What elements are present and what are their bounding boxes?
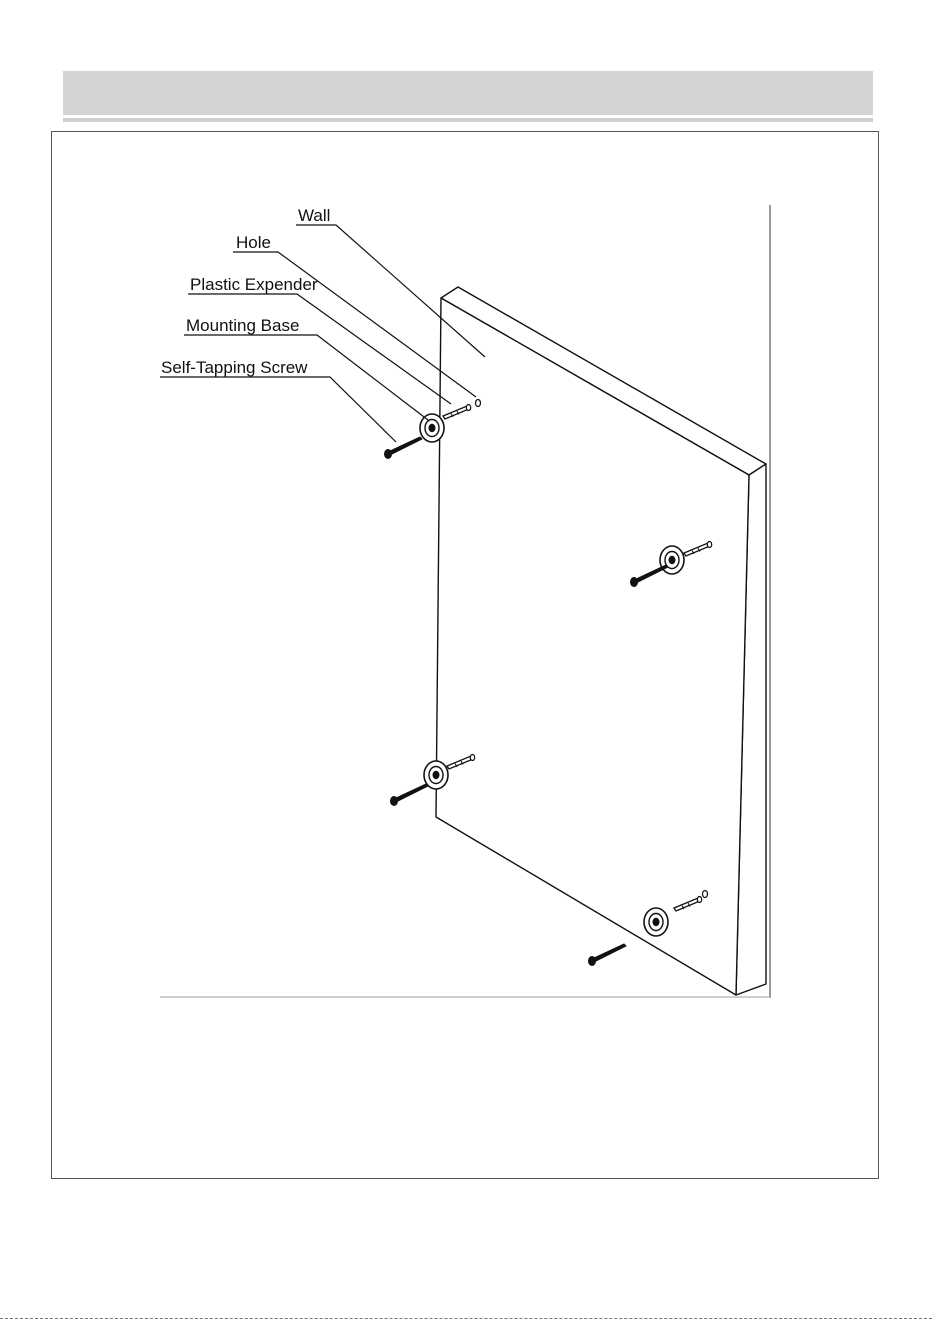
label-plastic-expender: Plastic Expender bbox=[190, 275, 318, 294]
hole-top-left bbox=[476, 400, 481, 407]
washer-lower-left bbox=[424, 761, 448, 789]
washer-top-left bbox=[420, 414, 444, 442]
label-self-tapping-screw: Self-Tapping Screw bbox=[161, 358, 308, 377]
screw-top-left bbox=[384, 437, 422, 459]
wall-panel-front-face bbox=[436, 298, 749, 995]
screw-lower-left bbox=[390, 784, 428, 806]
label-hole: Hole bbox=[236, 233, 271, 252]
page-bottom-edge bbox=[0, 1318, 932, 1319]
hole-bottom-right bbox=[703, 891, 708, 898]
screw-bottom-right bbox=[588, 944, 626, 966]
label-wall: Wall bbox=[298, 206, 330, 225]
leader-plastic-expender bbox=[188, 294, 451, 404]
leader-self-tapping-screw bbox=[160, 377, 396, 442]
wall-panel bbox=[436, 287, 766, 995]
washer-bottom-right bbox=[644, 908, 668, 936]
washer-right-middle bbox=[660, 546, 684, 574]
label-mounting-base: Mounting Base bbox=[186, 316, 299, 335]
